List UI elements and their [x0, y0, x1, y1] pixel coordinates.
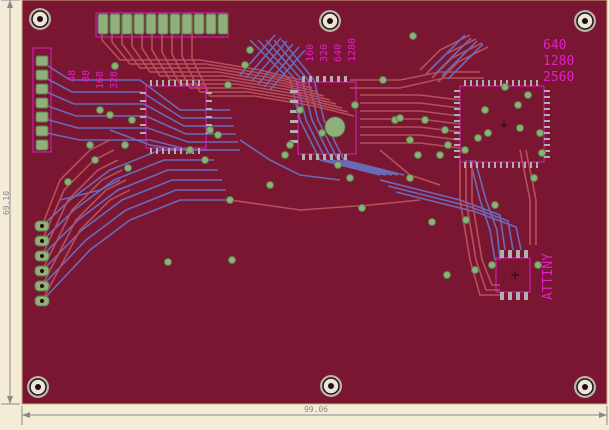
drill-holes: [64, 32, 451, 279]
vias: [86, 61, 546, 274]
resolution-mid-320: 320: [319, 44, 330, 62]
header-left-top: [32, 47, 52, 153]
resolution-left-168: 168: [95, 71, 106, 89]
resolution-label-2560: 2560: [543, 70, 574, 85]
resolution-left-328: 328: [109, 71, 120, 89]
mounting-hole: [27, 376, 49, 398]
silkscreen-labels: 640 1280 2560 48 88 168 328 160 320 640 …: [67, 38, 574, 300]
bottom-copper-traces: [41, 39, 522, 302]
resolution-mid-160: 160: [305, 44, 316, 62]
attiny-label: ATTINY: [541, 253, 556, 300]
ic-attiny: [495, 250, 531, 300]
resolution-label-640: 640: [543, 38, 566, 53]
resolution-mid-640: 640: [333, 44, 344, 62]
header-left-bottom: [34, 220, 50, 307]
mounting-hole: [319, 10, 341, 32]
mounting-hole: [574, 10, 596, 32]
mounting-hole: [29, 8, 51, 30]
ic-u2: [290, 76, 357, 160]
mounting-hole: [320, 375, 342, 397]
mounting-holes: [27, 8, 596, 398]
height-dimension-label: 69.10: [2, 191, 11, 215]
width-dimension-label: 99.06: [304, 405, 328, 414]
header-top: [95, 12, 229, 38]
resolution-mid-1280: 1280: [347, 38, 358, 62]
mounting-hole: [574, 376, 596, 398]
dimension-arrows: [7, 0, 607, 418]
top-copper-traces: [41, 15, 537, 302]
resolution-left-88: 88: [81, 70, 92, 82]
resolution-label-1280: 1280: [543, 54, 574, 69]
resolution-left-48: 48: [67, 70, 78, 82]
